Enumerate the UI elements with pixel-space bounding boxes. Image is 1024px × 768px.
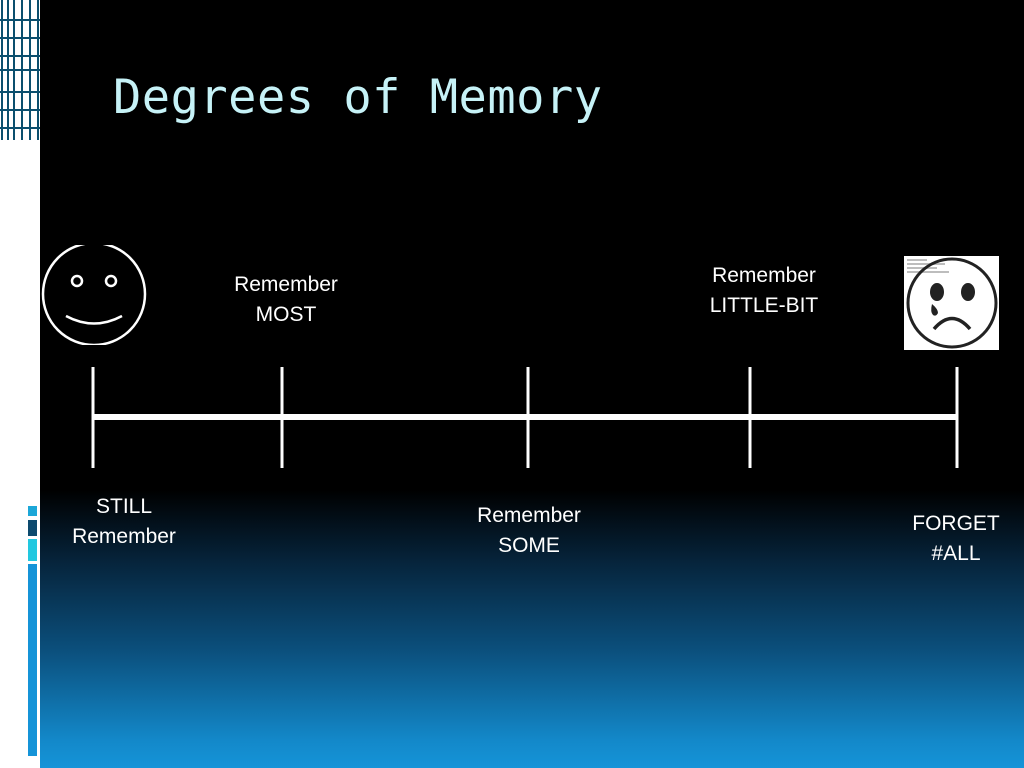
smiley-face-icon [41, 245, 147, 345]
slide-title: Degrees of Memory [113, 70, 603, 125]
label-forget-all: FORGET #ALL [912, 512, 1000, 565]
left-decorative-strip [0, 0, 40, 768]
crying-sad-face-icon [904, 256, 999, 350]
label-still-remember: STILL Remember [72, 495, 176, 548]
strip-bars-icon [28, 506, 37, 756]
label-remember-most: Remember MOST [234, 273, 338, 326]
strip-pattern-icon [0, 0, 40, 140]
label-remember-little-bit: Remember LITTLE-BIT [709, 264, 819, 317]
label-remember-some: Remember SOME [477, 504, 581, 557]
